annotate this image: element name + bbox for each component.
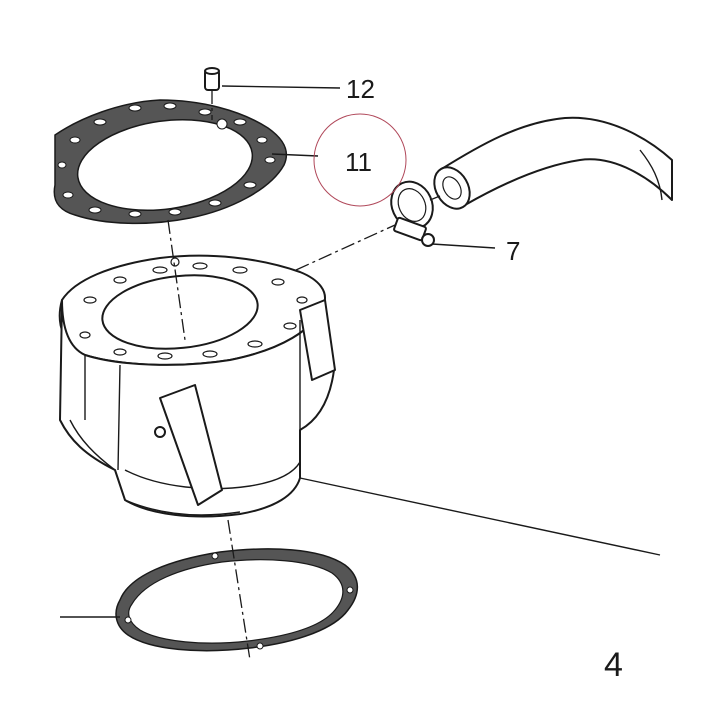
hose-clamp (390, 180, 435, 247)
callout-7: 7 (506, 236, 520, 266)
cylinder-block (58, 254, 336, 518)
coolant-hose (433, 116, 673, 210)
corner-mark: 4 (604, 646, 623, 684)
assembly-axes (167, 90, 441, 661)
callout-12: 12 (346, 74, 375, 104)
dowel-pin (204, 67, 220, 91)
head-gasket (53, 99, 288, 225)
base-gasket (115, 548, 359, 652)
highlight-circle (313, 113, 407, 207)
leader-lines (60, 85, 661, 618)
callout-11: 11 (345, 147, 372, 177)
